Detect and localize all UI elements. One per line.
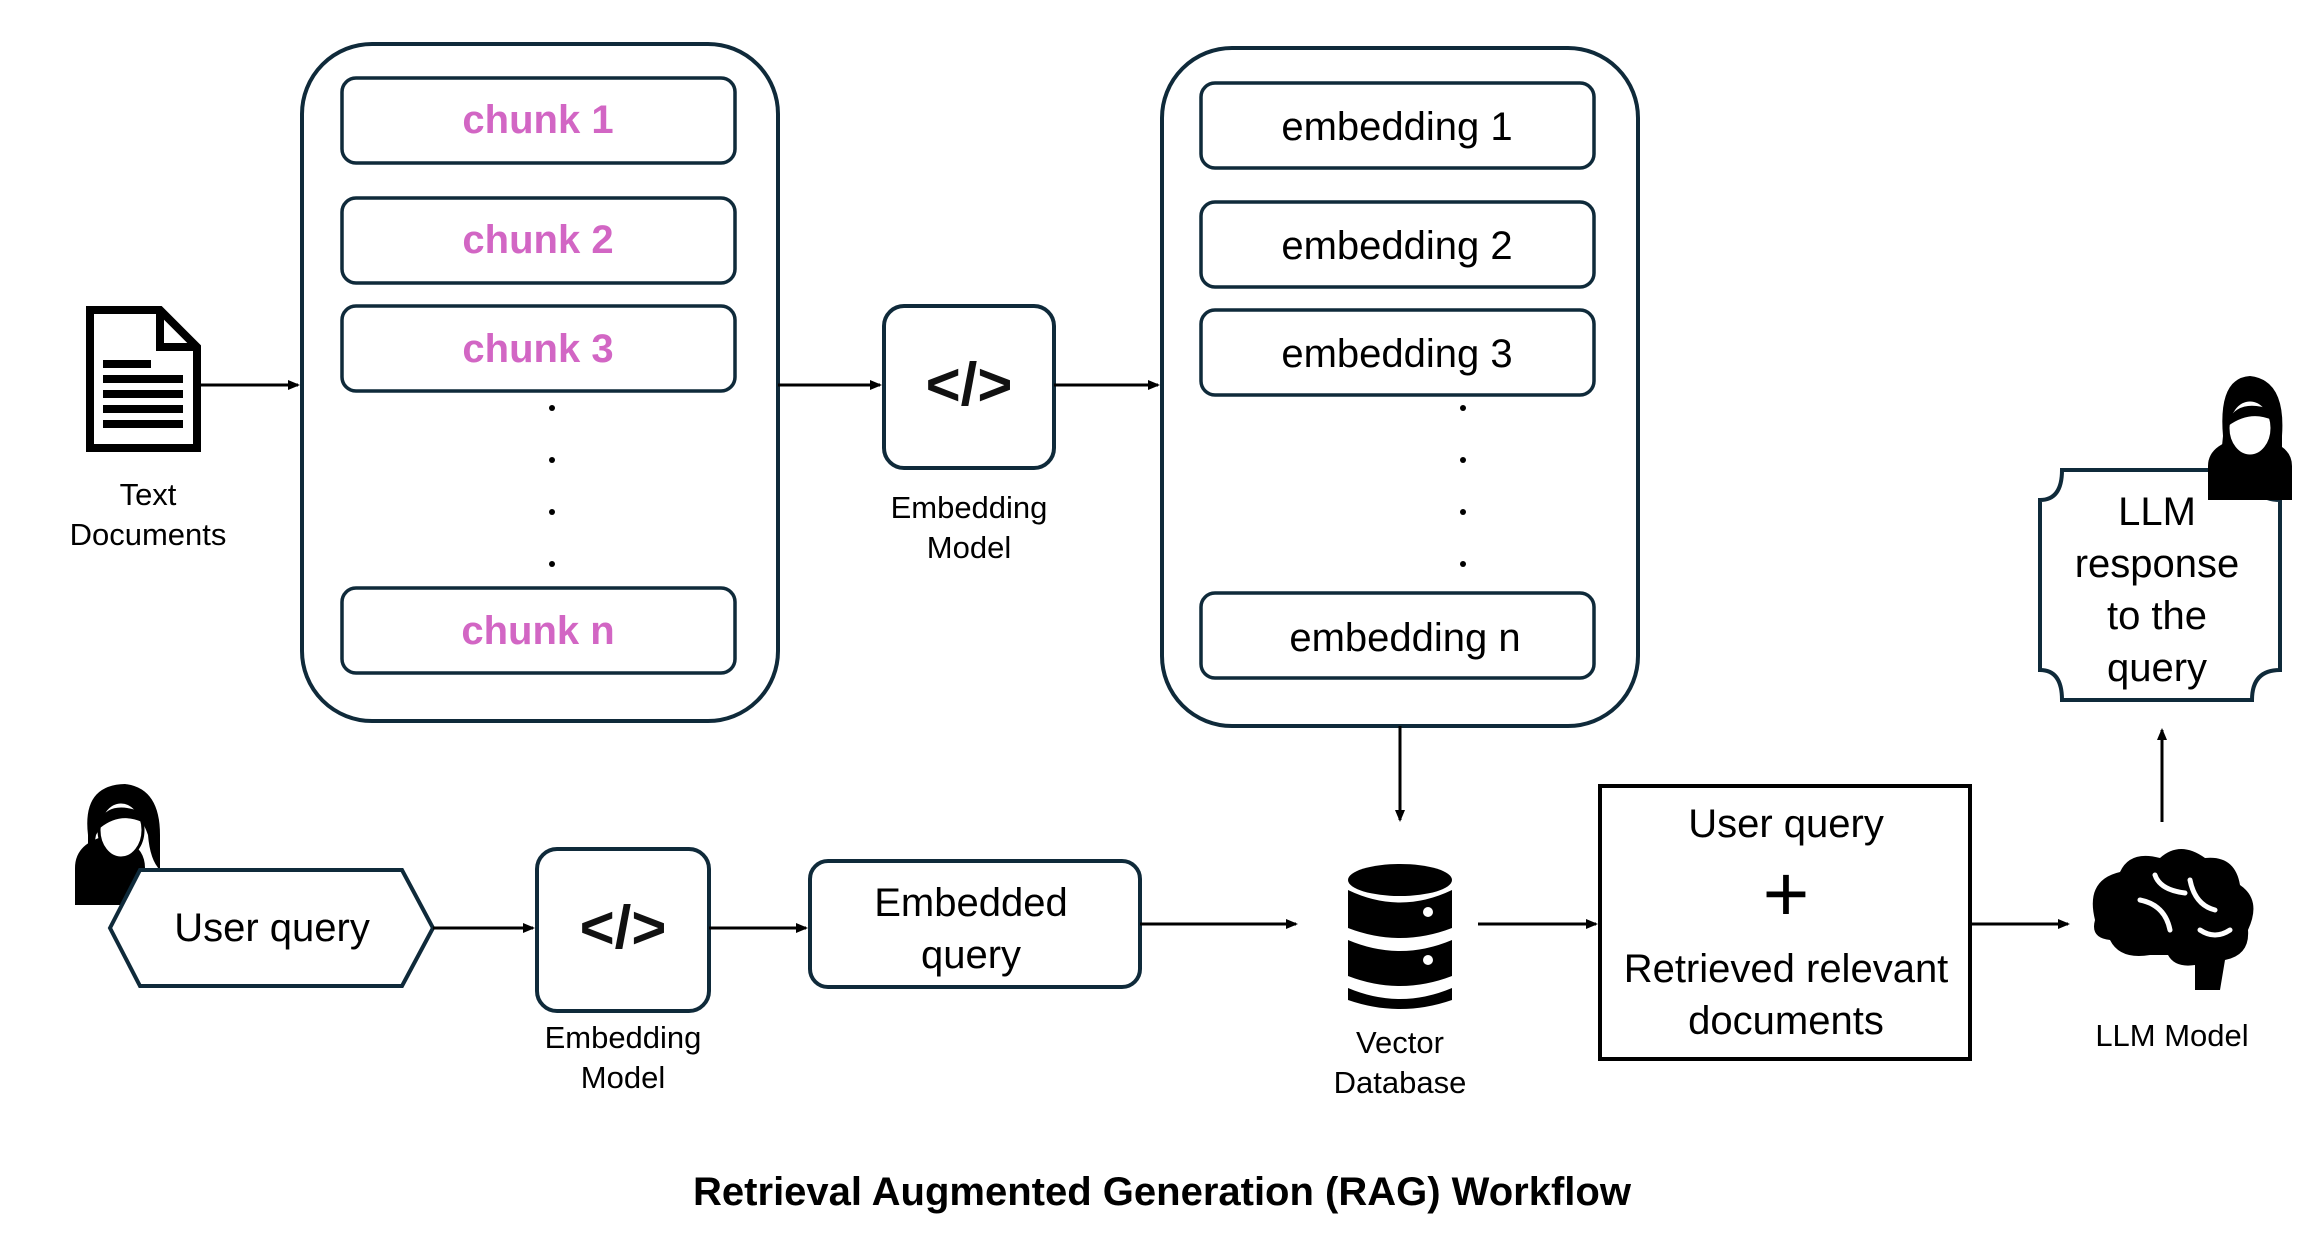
response-label-line1: LLM [2118, 490, 2196, 534]
user-query-shape: User query [107, 868, 436, 988]
chunk-3-box: chunk 3 [340, 304, 737, 393]
embedding-2-box: embedding 2 [1199, 200, 1596, 289]
embedding-1-box: embedding 1 [1199, 81, 1596, 170]
document-icon [86, 306, 201, 452]
embedding-3-box: embedding 3 [1199, 308, 1596, 397]
embedding-n-box: embedding n [1199, 591, 1596, 680]
chunk-n-box: chunk n [340, 586, 737, 675]
chunk-1-box: chunk 1 [340, 76, 737, 165]
code-icon-bottom: </> [580, 894, 667, 961]
combined-box: User query + Retrieved relevant document… [1598, 784, 1972, 1061]
embedding-model-top: </> [882, 304, 1056, 470]
embedding-1-label: embedding 1 [1281, 105, 1512, 149]
embedded-query-box: Embedded query [808, 859, 1142, 989]
embedded-query-label-line2: query [921, 933, 1021, 977]
person-icon-user [75, 784, 160, 905]
llm-model-label: LLM Model [2095, 1018, 2248, 1053]
combined-retrieved-label-line1: Retrieved relevant [1624, 947, 1949, 991]
embedding-model-top-label-line1: Embedding [891, 490, 1048, 525]
vector-db-label-line2: Database [1334, 1065, 1467, 1100]
combined-retrieved-label-line2: documents [1688, 999, 1884, 1043]
code-icon: </> [926, 351, 1013, 418]
chunks-ellipsis [549, 405, 555, 567]
combined-plus-label: + [1763, 849, 1810, 938]
text-documents-label-line2: Documents [70, 517, 227, 552]
embedding-model-bottom-label-line1: Embedding [545, 1020, 702, 1055]
embedding-model-top-label-line2: Model [927, 530, 1011, 565]
chunk-2-label: chunk 2 [462, 218, 613, 262]
vector-db-label-line1: Vector [1356, 1025, 1444, 1060]
response-label-line4: query [2107, 646, 2207, 690]
chunk-1-label: chunk 1 [462, 98, 613, 142]
text-documents-label-line1: Text [120, 477, 177, 512]
embedded-query-label-line1: Embedded [874, 881, 1067, 925]
person-icon-response [2208, 376, 2292, 500]
user-query-label: User query [174, 906, 370, 950]
embedding-3-label: embedding 3 [1281, 332, 1512, 376]
diagram-title: Retrieval Augmented Generation (RAG) Wor… [693, 1170, 1632, 1214]
response-label-line2: response [2075, 542, 2240, 586]
chunk-n-label: chunk n [461, 609, 614, 653]
combined-user-query-label: User query [1688, 802, 1884, 846]
response-label-line3: to the [2107, 594, 2207, 638]
embedding-model-bottom-label-line2: Model [581, 1060, 665, 1095]
database-icon [1348, 864, 1452, 1009]
embedding-2-label: embedding 2 [1281, 224, 1512, 268]
embeddings-ellipsis [1460, 405, 1466, 567]
embedding-n-label: embedding n [1289, 616, 1520, 660]
brain-icon [2092, 849, 2254, 990]
chunk-2-box: chunk 2 [340, 196, 737, 285]
chunk-3-label: chunk 3 [462, 327, 613, 371]
response-shape: LLM response to the query [2038, 468, 2282, 702]
embedding-model-bottom: </> [535, 847, 711, 1013]
